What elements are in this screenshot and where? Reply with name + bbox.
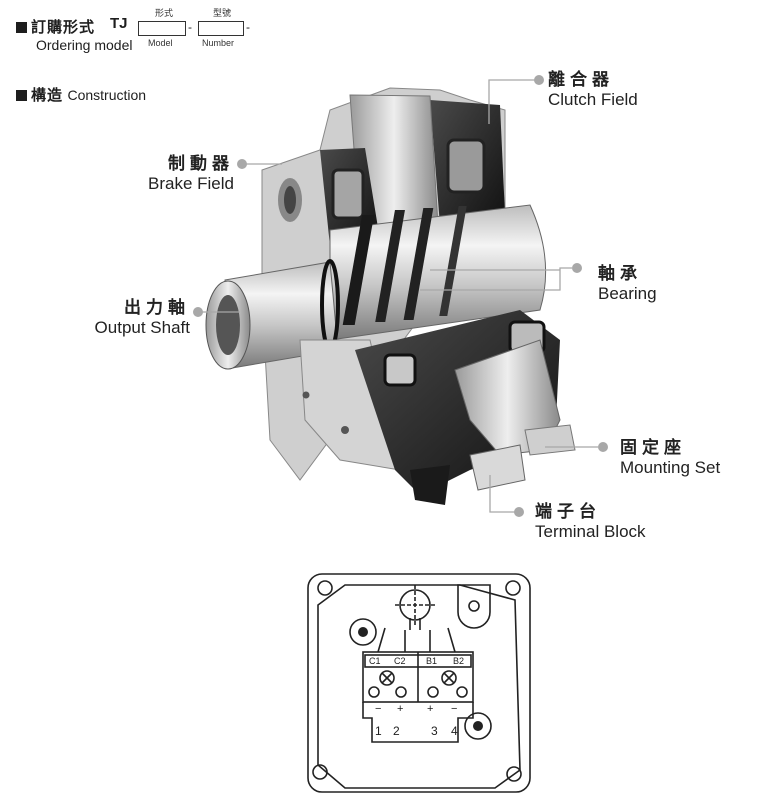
ordering-title-zh: 訂購形式 <box>31 18 96 36</box>
ordering-title: 訂購形式 <box>16 16 95 37</box>
callout-mounting-set: 固定座 Mounting Set <box>620 438 721 478</box>
number-field-box <box>198 21 244 36</box>
ordering-title-en: Ordering model <box>36 37 133 53</box>
ordering-prefix: TJ <box>110 15 128 32</box>
separator-2: - <box>246 20 250 34</box>
construction-title-en: Construction <box>67 87 147 103</box>
bullet-square-icon <box>16 22 27 33</box>
callout-brake-field: 制動器 Brake Field <box>148 154 234 194</box>
separator-1: - <box>188 20 192 34</box>
field1-label-zh: 形式 <box>155 8 174 18</box>
construction-title: 構造 Construction <box>16 84 146 105</box>
bullet-square-icon <box>16 90 27 101</box>
callout-clutch-field: 離合器 Clutch Field <box>548 70 638 110</box>
callout-terminal-block: 端子台 Terminal Block <box>535 502 646 542</box>
model-field-box <box>138 21 186 36</box>
callout-output-shaft: 出力軸 Output Shaft <box>94 298 190 338</box>
field2-label-zh: 型號 <box>213 8 232 18</box>
callout-bearing: 軸承 Bearing <box>598 264 657 304</box>
field2-label-en: Number <box>202 38 235 48</box>
field1-label-en: Model <box>148 38 173 48</box>
construction-title-zh: 構造 <box>31 86 64 104</box>
